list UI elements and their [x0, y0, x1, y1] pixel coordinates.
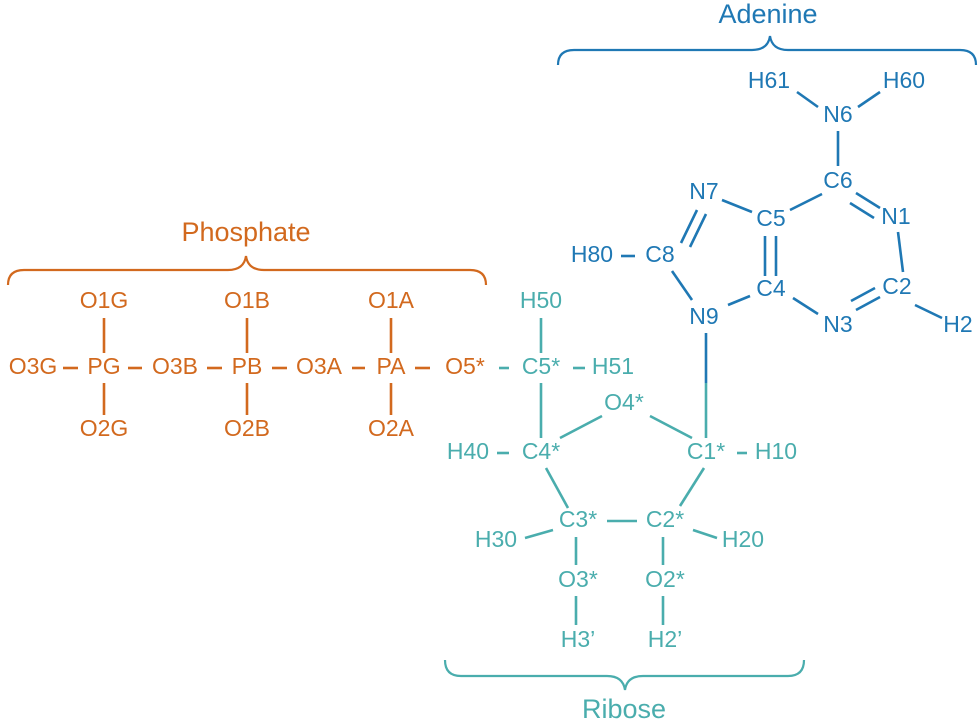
bond-o4s-c1s [649, 414, 693, 440]
atom-o1a: O1A [368, 287, 415, 313]
atom-c2: C2 [882, 273, 911, 299]
bond-c1s-c2s [678, 467, 706, 507]
atom-o2g: O2G [80, 415, 129, 441]
bond-c2s-h20 [692, 528, 718, 540]
atom-n6: N6 [823, 101, 852, 127]
bond-c6-c5 [789, 192, 823, 212]
atom-h60: H60 [883, 67, 925, 93]
bond-n9-c4 [727, 294, 751, 307]
atom-c4s: C4* [522, 438, 560, 464]
atom-h50: H50 [520, 287, 562, 313]
adenine-brace [556, 35, 978, 66]
atom-c6: C6 [823, 167, 852, 193]
atom-o2a: O2A [368, 415, 415, 441]
adenine-bonds [621, 90, 943, 383]
atom-h30: H30 [475, 526, 517, 552]
atom-c4: C4 [756, 275, 786, 301]
atom-c5s: C5* [522, 353, 560, 379]
bond-c6-n1-a [855, 191, 881, 210]
atom-c3s: C3* [559, 506, 597, 532]
atom-h3p: H3’ [561, 626, 596, 652]
atom-h2: H2 [943, 311, 972, 337]
atom-pg: PG [87, 353, 120, 379]
atom-o3b: O3B [152, 353, 198, 379]
phosphate-title: Phosphate [181, 217, 310, 247]
bond-c6-n1-b [849, 201, 875, 220]
bond-c4s-c3s [544, 467, 570, 509]
atom-o3a: O3A [296, 353, 343, 379]
phosphate-brace [6, 255, 488, 286]
atom-c2s: C2* [646, 506, 684, 532]
bond-c8-n9 [670, 270, 694, 301]
adenine-title: Adenine [718, 0, 817, 29]
adenine-atoms: H61 H60 N6 C6 N7 C5 N1 H80 C8 C4 C2 N9 N… [571, 67, 973, 337]
phosphate-atoms: O1G O1B O1A O3G PG O3B PB O3A PA O5* O2G… [9, 287, 485, 441]
atom-o4s: O4* [604, 389, 644, 415]
atom-o2b: O2B [224, 415, 270, 441]
bond-n1-c2 [896, 231, 905, 273]
atom-h61: H61 [748, 67, 790, 93]
bond-n6-h61 [796, 90, 819, 109]
bond-n6-h60 [857, 90, 881, 109]
atom-n1: N1 [881, 203, 910, 229]
atom-n9: N9 [689, 303, 718, 329]
atom-h10: H10 [755, 438, 797, 464]
atom-h40: H40 [447, 438, 489, 464]
atom-o1g: O1G [80, 287, 129, 313]
ribose-atoms: H50 C5* H51 O4* H40 C4* C1* H10 H30 C3* … [447, 287, 797, 652]
atom-n7: N7 [689, 178, 718, 204]
bond-c2-h2 [914, 303, 943, 320]
atom-h51: H51 [592, 353, 634, 379]
atom-o3s: O3* [558, 566, 598, 592]
atom-o3g: O3G [9, 353, 58, 379]
bond-n7-c8-a [679, 209, 699, 244]
ribose-bonds [497, 318, 747, 625]
atom-o2s: O2* [645, 566, 685, 592]
atom-pb: PB [232, 353, 263, 379]
phosphate-bonds [63, 318, 430, 415]
bond-n3-c2-a [855, 295, 881, 312]
bond-n7-c8-b [688, 213, 708, 248]
ribose-title: Ribose [582, 694, 666, 724]
atom-h80: H80 [571, 241, 613, 267]
atom-c5: C5 [756, 205, 785, 231]
bond-n3-c2-b [850, 286, 876, 303]
atom-n3: N3 [823, 311, 852, 337]
bond-c4s-o4s [559, 414, 603, 440]
bond-n7-c5 [721, 198, 753, 214]
atom-h20: H20 [722, 526, 764, 552]
ribose-brace [443, 659, 806, 691]
atom-o5s: O5* [445, 353, 485, 379]
atom-c1s: C1* [687, 438, 725, 464]
bond-c4-n3 [792, 296, 819, 316]
atom-c8: C8 [645, 241, 674, 267]
bond-c3s-h30 [524, 528, 554, 540]
atom-pa: PA [377, 353, 407, 379]
atom-h2p: H2’ [648, 626, 683, 652]
atom-o1b: O1B [224, 287, 270, 313]
